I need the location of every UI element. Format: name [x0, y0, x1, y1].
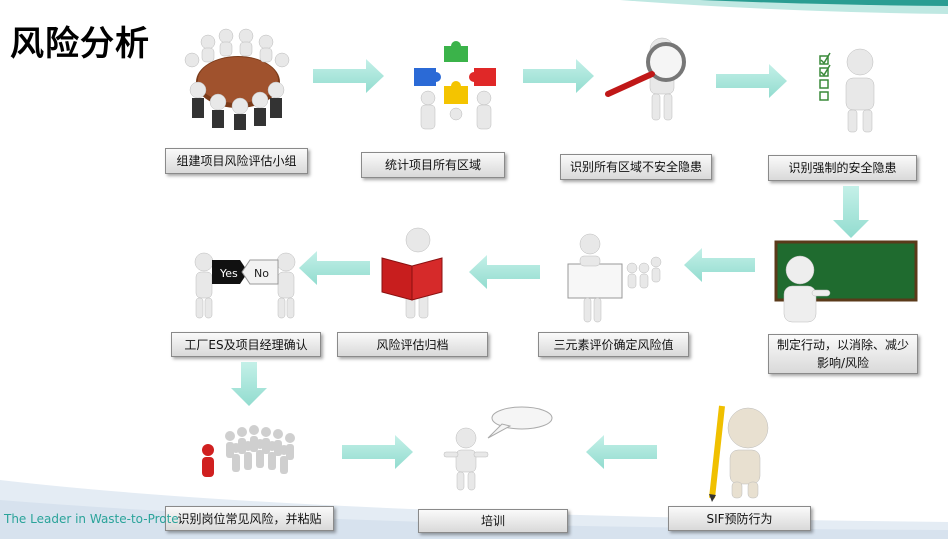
crowd-leader-icon — [202, 425, 295, 477]
step-8-label: 工厂ES及项目经理确认 — [171, 332, 321, 357]
pencil-person-icon — [709, 405, 769, 502]
step-9-label: 识别岗位常见风险，并粘贴 — [165, 506, 334, 531]
yes-text: Yes — [219, 267, 238, 280]
arrow-left-1 — [684, 248, 755, 282]
team-meeting-icon — [184, 28, 290, 130]
arrow-left-3 — [299, 251, 370, 285]
arrow-right-3 — [716, 64, 787, 98]
page-title: 风险分析 — [10, 24, 150, 64]
step-11-label: SIF预防行为 — [668, 506, 811, 531]
step-5-label: 制定行动，以消除、减少影响/风险 — [768, 334, 918, 374]
step-2-label: 统计项目所有区域 — [361, 152, 505, 178]
yes-no-sign-icon: Yes No — [194, 252, 296, 319]
step-10-label: 培训 — [418, 509, 568, 533]
step-6-label: 三元素评价确定风险值 — [538, 332, 689, 357]
presentation-board-person-icon — [567, 233, 662, 323]
chalkboard-person-icon — [774, 240, 918, 323]
puzzle-team-icon — [414, 41, 496, 130]
arrow-left-4 — [586, 435, 657, 469]
speech-bubble-person-icon — [443, 406, 553, 491]
step-3-label: 识别所有区域不安全隐患 — [560, 154, 712, 180]
top-swoosh-decoration — [620, 0, 948, 14]
arrow-down-1 — [833, 186, 869, 238]
arrow-right-2 — [523, 59, 594, 93]
footer-tagline: The Leader in Waste-to-Prote — [4, 512, 179, 526]
arrow-left-2 — [469, 255, 540, 289]
arrow-right-1 — [313, 59, 384, 93]
step-4-label: 识别强制的安全隐患 — [768, 155, 917, 181]
arrow-down-2 — [231, 362, 267, 406]
arrow-right-4 — [342, 435, 413, 469]
no-text: No — [254, 267, 269, 280]
step-1-label: 组建项目风险评估小组 — [165, 148, 308, 174]
red-book-person-icon — [381, 227, 443, 319]
magnifier-person-icon — [605, 37, 686, 121]
checklist-person-icon — [819, 48, 875, 133]
step-7-label: 风险评估归档 — [337, 332, 488, 357]
